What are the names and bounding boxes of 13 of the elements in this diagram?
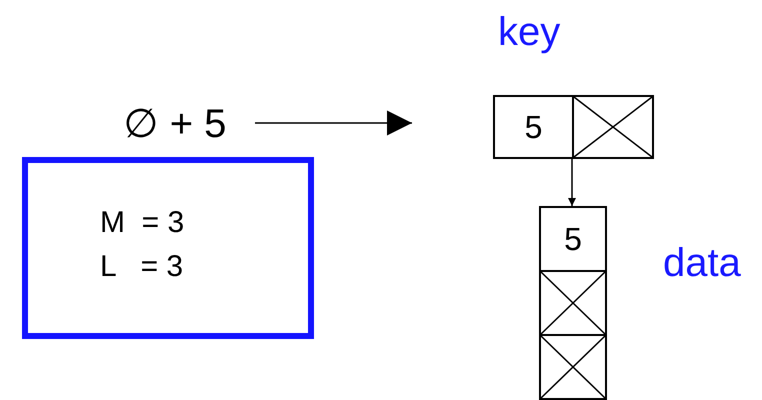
arrow (568, 159, 576, 206)
variable-text: M = 3 (100, 205, 184, 241)
null-data-cell (539, 270, 607, 336)
field-label: key (498, 12, 560, 52)
expression-text: ∅ + 5 (95, 98, 255, 148)
arrow (255, 110, 412, 136)
variable-text: L = 3 (100, 249, 184, 285)
data-cell: 5 (539, 206, 607, 272)
node-box (22, 157, 314, 339)
key-cell: 5 (493, 95, 574, 159)
field-label: data (663, 243, 741, 283)
null-pointer-cell (572, 95, 654, 159)
null-data-cell (539, 334, 607, 400)
